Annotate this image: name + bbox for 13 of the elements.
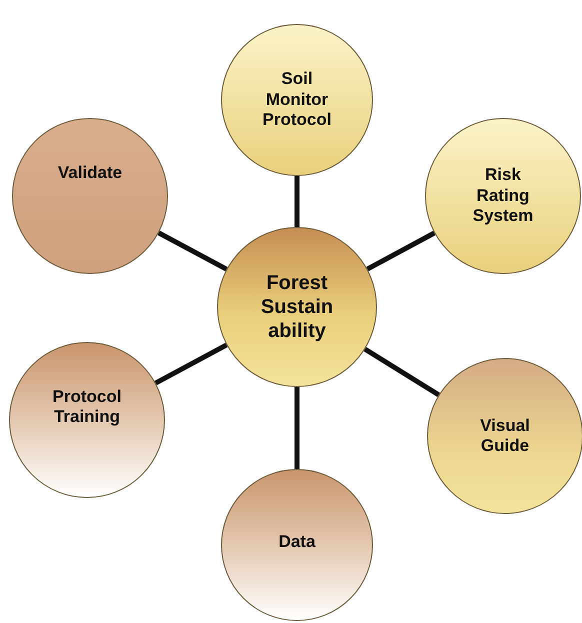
connector-line [154,342,228,386]
connector-line [366,230,436,272]
node-label: Data [278,532,316,552]
connector-line [364,347,440,398]
connector-line [294,387,300,469]
node-label: Visual Guide [479,416,531,456]
node-label: Soil Monitor Protocol [262,69,332,131]
connector-line [158,230,228,272]
node-label: Validate [56,163,124,184]
node-label: Forest Sustain ability [260,271,334,343]
connector-line [294,176,300,227]
node-label: Risk Rating System [472,165,534,227]
node-label: Protocol Training [52,387,122,428]
